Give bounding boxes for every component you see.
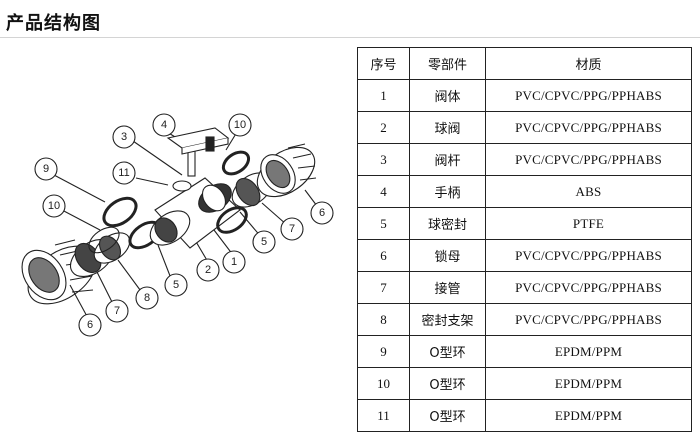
row-material: PVC/CPVC/PPG/PPHABS	[485, 271, 692, 304]
table-row: 5 球密封 PTFE	[357, 207, 692, 240]
callout-7-right: 7	[289, 223, 295, 235]
table-row: 10 O型环 EPDM/PPM	[357, 367, 692, 400]
header-number: 序号	[357, 47, 410, 80]
valve-body	[149, 177, 241, 249]
table-row: 6 锁母 PVC/CPVC/PPG/PPHABS	[357, 239, 692, 272]
row-component: O型环	[409, 367, 486, 400]
row-number: 8	[357, 303, 410, 336]
callout-6-right: 6	[319, 207, 325, 219]
table-header-row: 序号 零部件 材质	[357, 47, 692, 80]
callout-8: 8	[144, 292, 150, 304]
title-divider	[0, 37, 700, 38]
union-nut-right	[256, 143, 317, 198]
valve-stem	[187, 149, 196, 177]
parts-material-table: 序号 零部件 材质 1 阀体 PVC/CPVC/PPG/PPHABS 2 球阀 …	[357, 47, 692, 432]
callout-5-left: 5	[173, 279, 179, 291]
table-row: 4 手柄 ABS	[357, 175, 692, 208]
row-number: 1	[357, 79, 410, 112]
row-number: 2	[357, 111, 410, 144]
table-row: 11 O型环 EPDM/PPM	[357, 399, 692, 432]
header-material: 材质	[485, 47, 692, 80]
row-component: 阀杆	[409, 143, 486, 176]
row-material: ABS	[485, 175, 692, 208]
row-component: 密封支架	[409, 303, 486, 336]
row-component: 球密封	[409, 207, 486, 240]
row-material: PVC/CPVC/PPG/PPHABS	[485, 303, 692, 336]
row-component: O型环	[409, 399, 486, 432]
row-material: EPDM/PPM	[485, 399, 692, 432]
row-material: PVC/CPVC/PPG/PPHABS	[485, 239, 692, 272]
o-ring-9	[102, 196, 138, 228]
callout-2: 2	[205, 264, 211, 276]
o-ring-10-left	[88, 226, 120, 254]
row-component: 手柄	[409, 175, 486, 208]
callout-11: 11	[118, 167, 129, 179]
callout-4: 4	[161, 119, 167, 131]
handle	[166, 127, 230, 155]
row-component: 接管	[409, 271, 486, 304]
row-component: 阀体	[409, 79, 486, 112]
row-component: 球阀	[409, 111, 486, 144]
row-number: 4	[357, 175, 410, 208]
row-component: O型环	[409, 335, 486, 368]
row-material: PVC/CPVC/PPG/PPHABS	[485, 143, 692, 176]
callout-1: 1	[231, 256, 237, 268]
page-title: 产品结构图	[6, 13, 101, 34]
table-row: 2 球阀 PVC/CPVC/PPG/PPHABS	[357, 111, 692, 144]
o-ring-11	[172, 180, 192, 192]
callout-10-left: 10	[48, 200, 60, 212]
seal-carrier	[93, 232, 131, 264]
union-nut-left	[21, 239, 97, 305]
callout-3: 3	[121, 131, 127, 143]
ball-seal-right	[216, 206, 248, 234]
table-row: 7 接管 PVC/CPVC/PPG/PPHABS	[357, 271, 692, 304]
callout-6-left: 6	[87, 319, 93, 331]
table-row: 9 O型环 EPDM/PPM	[357, 335, 692, 368]
row-number: 5	[357, 207, 410, 240]
row-number: 6	[357, 239, 410, 272]
exploded-valve-drawing: 3 4 10 9 11 10 2 1 5 7 6 5 8 7 6	[21, 113, 334, 337]
row-material: PTFE	[485, 207, 692, 240]
table-row: 3 阀杆 PVC/CPVC/PPG/PPHABS	[357, 143, 692, 176]
row-material: PVC/CPVC/PPG/PPHABS	[485, 79, 692, 112]
row-material: PVC/CPVC/PPG/PPHABS	[485, 111, 692, 144]
row-number: 11	[357, 399, 410, 432]
row-material: EPDM/PPM	[485, 367, 692, 400]
header-component: 零部件	[409, 47, 486, 80]
row-number: 9	[357, 335, 410, 368]
o-ring-10-right	[221, 150, 251, 176]
table-row: 8 密封支架 PVC/CPVC/PPG/PPHABS	[357, 303, 692, 336]
callout-7-left: 7	[114, 305, 120, 317]
callout-10-right: 10	[234, 119, 246, 131]
row-number: 7	[357, 271, 410, 304]
callout-5-right: 5	[261, 236, 267, 248]
table-row: 1 阀体 PVC/CPVC/PPG/PPHABS	[357, 79, 692, 112]
row-material: EPDM/PPM	[485, 335, 692, 368]
row-number: 10	[357, 367, 410, 400]
exploded-valve-diagram: 3 4 10 9 11 10 2 1 5 7 6 5 8 7 6	[0, 40, 352, 440]
row-number: 3	[357, 143, 410, 176]
callout-9: 9	[43, 163, 49, 175]
row-component: 锁母	[409, 239, 486, 272]
